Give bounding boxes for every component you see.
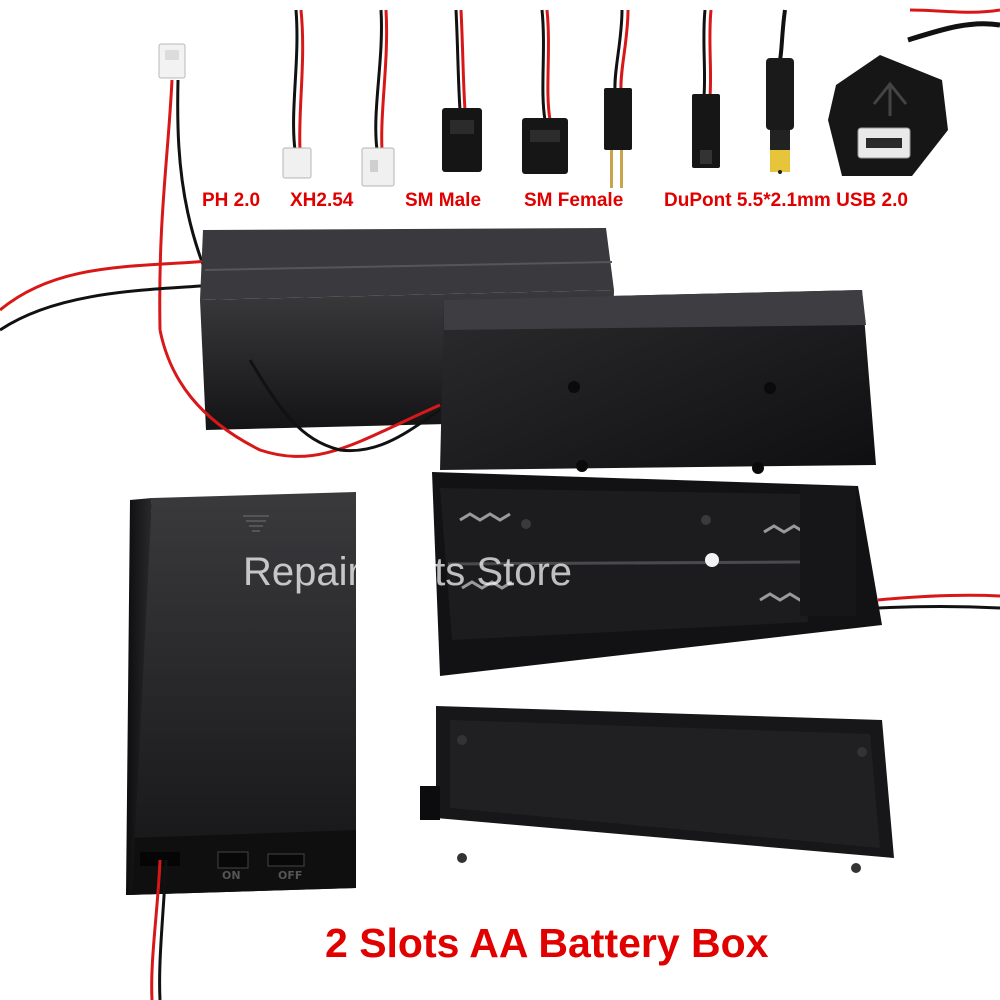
battery-box-lid-upright: [440, 290, 876, 474]
connector-label-ph20: PH 2.0: [202, 190, 261, 211]
product-title: 2 Slots AA Battery Box: [325, 920, 769, 966]
dc-barrel-connector: [766, 9, 794, 174]
sm-female-connector: [522, 9, 568, 174]
connector-label-dupont-dc-usb: DuPont 5.5*2.1mm USB 2.0: [664, 190, 908, 211]
battery-box-front: [126, 492, 356, 1000]
switch-off-label: OFF: [278, 869, 303, 882]
switch-on-label: ON: [222, 869, 241, 882]
sm-male-connector: [442, 9, 482, 172]
connector-label-sm-male: SM Male: [405, 190, 482, 211]
connector-label-xh254: XH2.54: [290, 190, 354, 211]
dupont-connector: [604, 9, 720, 188]
battery-box-lid-flat: [420, 706, 894, 873]
connector-label-sm-female: SM Female: [524, 190, 624, 211]
battery-box-open: [432, 472, 1000, 676]
usb-connector: [828, 8, 1000, 176]
xh254-connector: [282, 9, 395, 187]
store-watermark: Repair Parts Store: [243, 550, 573, 594]
